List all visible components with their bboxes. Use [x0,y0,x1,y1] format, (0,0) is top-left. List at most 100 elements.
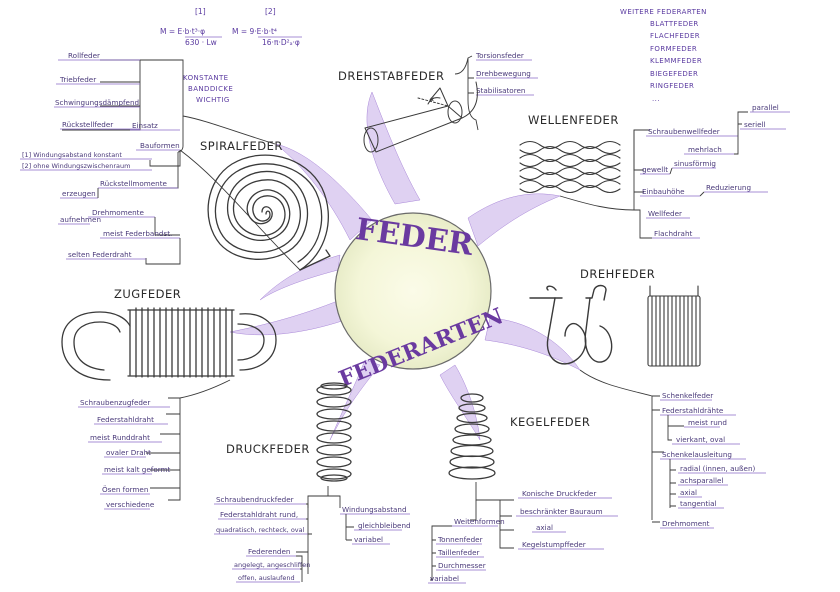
svg-text:Schwingungsdämpfend: Schwingungsdämpfend [55,98,139,107]
svg-text:Drehmoment: Drehmoment [662,519,710,528]
svg-text:gleichbleibend: gleichbleibend [358,521,411,530]
svg-text:Rückstellfeder: Rückstellfeder [62,120,113,129]
svg-text:Wellfeder: Wellfeder [648,209,682,218]
svg-text:Federstahldraht: Federstahldraht [97,415,154,424]
svg-text:WELLENFEDER: WELLENFEDER [528,113,619,127]
svg-text:offen, auslaufend: offen, auslaufend [238,574,295,582]
svg-text:630 · Lw: 630 · Lw [185,38,217,47]
center-circle [334,212,492,370]
svg-text:DRUCKFEDER: DRUCKFEDER [226,442,310,456]
svg-text:[2] ohne Windungszwischenraum: [2] ohne Windungszwischenraum [22,162,130,170]
druck-section: DRUCKFEDER Schraubendruckfeder Federstah… [214,382,411,583]
svg-text:α: α [430,96,434,103]
svg-text:selten Federdraht: selten Federdraht [68,250,132,259]
svg-text:Einbauhöhe: Einbauhöhe [642,187,685,196]
drehstab-section: DREHSTABFEDER Torsionsfeder Drehbewegung… [338,51,538,153]
svg-text:Taillenfeder: Taillenfeder [437,548,480,557]
svg-text:RINGFEDER: RINGFEDER [650,82,694,90]
torsion-spring-drawing [529,284,613,365]
wave-spring-drawing [519,140,621,194]
wellen-section: WELLENFEDER Schraubenwellfeder parallel … [519,103,790,239]
zug-section: ZUGFEDER Schraubenzugfeder Federstahldra… [61,287,277,510]
svg-text:mehrlach: mehrlach [688,145,722,154]
svg-text:...: ... [652,95,660,103]
svg-text:beschränkter Bauraum: beschränkter Bauraum [520,507,603,516]
conical-spring-drawing [448,393,496,480]
svg-text:axial: axial [680,488,697,497]
svg-text:Federstahldraht rund,: Federstahldraht rund, [220,510,298,519]
extension-spring-drawing [61,307,277,381]
svg-text:FORMFEDER: FORMFEDER [650,45,697,53]
constant-note: KONSTANTE BANDDICKE WICHTIG [183,74,233,104]
svg-text:WEITERE FEDERARTEN: WEITERE FEDERARTEN [620,8,707,16]
svg-text:Schraubendruckfeder: Schraubendruckfeder [216,495,294,504]
compression-spring-drawing [316,382,352,482]
svg-text:aufnehmen: aufnehmen [60,215,101,224]
weitere-federarten: WEITERE FEDERARTEN BLATTFEDER FLACHFEDER… [620,8,707,103]
svg-text:Flachdraht: Flachdraht [654,229,693,238]
svg-text:DREHFEDER: DREHFEDER [580,267,655,281]
svg-text:[1]: [1] [195,7,206,16]
svg-text:Federenden: Federenden [248,547,290,556]
svg-text:FLACHFEDER: FLACHFEDER [650,32,700,40]
svg-text:sinusförmig: sinusförmig [674,159,716,168]
svg-text:variabel: variabel [430,574,459,583]
torsion-spring-side-drawing [647,285,701,367]
svg-text:radial (innen, außen): radial (innen, außen) [680,464,756,473]
svg-text:Einsatz: Einsatz [132,121,158,130]
svg-text:Tonnenfeder: Tonnenfeder [437,535,483,544]
svg-text:Durchmesser: Durchmesser [438,561,486,570]
kegel-section: KEGELFEDER Konische Druckfeder beschränk… [428,393,618,584]
svg-text:seriell: seriell [744,120,766,129]
svg-text:BIEGEFEDER: BIEGEFEDER [650,70,698,78]
svg-text:Weitenformen: Weitenformen [454,517,505,526]
svg-text:DREHSTABFEDER: DREHSTABFEDER [338,69,444,83]
svg-text:Schraubenwellfeder: Schraubenwellfeder [648,127,720,136]
svg-text:meist Runddraht: meist Runddraht [90,433,150,442]
svg-text:axial: axial [536,523,553,532]
svg-text:Kegelstumpffeder: Kegelstumpffeder [522,540,586,549]
svg-text:achsparallel: achsparallel [680,476,723,485]
svg-text:KEGELFEDER: KEGELFEDER [510,415,590,429]
svg-text:quadratisch, rechteck, oval: quadratisch, rechteck, oval [216,526,305,534]
svg-text:tangential: tangential [680,499,717,508]
svg-text:KLEMMFEDER: KLEMMFEDER [650,57,702,65]
svg-text:verschiedene: verschiedene [106,500,155,509]
dreh-section: DREHFEDER Schenkelfeder Federst [529,267,766,529]
svg-text:Windungsabstand: Windungsabstand [342,505,407,514]
svg-text:Torsionsfeder: Torsionsfeder [475,51,524,60]
svg-text:Rückstellmomente: Rückstellmomente [100,179,168,188]
spiral-section: SPIRALFEDER Rollfeder Triebfeder Schwing… [20,51,331,271]
svg-text:Ösen formen: Ösen formen [102,485,148,494]
svg-text:Stabilisatoren: Stabilisatoren [476,86,525,95]
svg-text:KONSTANTE: KONSTANTE [183,74,228,82]
svg-text:[1] Windungsabstand konstant: [1] Windungsabstand konstant [22,151,122,159]
svg-text:BANDDICKE: BANDDICKE [188,85,233,93]
svg-text:Bauformen: Bauformen [140,141,180,150]
svg-text:ZUGFEDER: ZUGFEDER [114,287,181,301]
torsion-bar-drawing: α [363,81,478,153]
formulas: [1] M = E·b·t³·φ 630 · Lw [2] M = 9·E·b·… [160,7,302,47]
svg-text:[2]: [2] [265,7,276,16]
svg-text:Schenkelfeder: Schenkelfeder [662,391,713,400]
svg-text:Drehmomente: Drehmomente [92,208,145,217]
svg-text:meist kalt geformt: meist kalt geformt [104,465,171,474]
svg-text:vierkant, oval: vierkant, oval [676,435,725,444]
svg-text:Schenkelausleitung: Schenkelausleitung [662,450,732,459]
svg-text:Schraubenzugfeder: Schraubenzugfeder [80,398,150,407]
svg-text:Reduzierung: Reduzierung [706,183,751,192]
svg-text:Drehbewegung: Drehbewegung [476,69,531,78]
svg-text:variabel: variabel [354,535,383,544]
svg-text:SPIRALFEDER: SPIRALFEDER [200,139,283,153]
svg-text:Rollfeder: Rollfeder [68,51,100,60]
svg-text:Federstahldrähte: Federstahldrähte [662,406,724,415]
svg-text:Triebfeder: Triebfeder [59,75,96,84]
svg-text:meist Federbandst.: meist Federbandst. [103,229,172,238]
svg-text:M = E·b·t³·φ: M = E·b·t³·φ [160,27,205,36]
center-rays [229,91,581,441]
svg-text:16·π·D²ₐ·φ: 16·π·D²ₐ·φ [262,38,300,47]
svg-text:angelegt, angeschliffen: angelegt, angeschliffen [234,561,310,569]
svg-text:BLATTFEDER: BLATTFEDER [650,20,699,28]
svg-text:M = 9·E·b·t⁴: M = 9·E·b·t⁴ [232,27,277,36]
